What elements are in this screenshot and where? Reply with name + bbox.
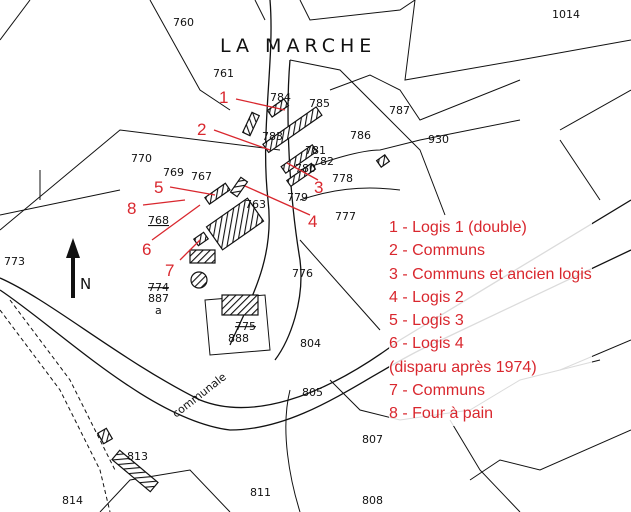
parcel-763: 763: [245, 198, 266, 211]
parcel-813: 813: [127, 450, 148, 463]
parcel-778: 778: [332, 172, 353, 185]
parcel-767: 767: [191, 170, 212, 183]
legend-item-8: 8 - Four à pain: [389, 405, 494, 423]
parcel-786: 786: [350, 129, 371, 142]
parcel-761: 761: [213, 67, 234, 80]
parcel-887a: a: [155, 304, 162, 317]
marker-8: 8: [127, 199, 136, 218]
parcel-930: 930: [428, 133, 449, 146]
marker-5: 5: [154, 178, 163, 197]
parcel-811: 811: [250, 486, 271, 499]
parcel-777: 777: [335, 210, 356, 223]
legend-item-6-note: (disparu après 1974): [389, 358, 537, 376]
parcel-768: 768: [148, 214, 169, 227]
parcel-807: 807: [362, 433, 383, 446]
parcel-780: 780: [295, 162, 316, 175]
parcel-782: 782: [313, 155, 334, 168]
place-title: LA MARCHE: [220, 35, 376, 57]
marker-6: 6: [142, 240, 151, 259]
parcel-760: 760: [173, 16, 194, 29]
legend-item-3: 3 - Communs et ancien logis: [389, 265, 592, 283]
parcel-773: 773: [4, 255, 25, 268]
annotation-markers: 1 2 3 4 5 6 7 8: [127, 88, 323, 280]
parcel-770: 770: [131, 152, 152, 165]
parcel-781: 781: [305, 144, 326, 157]
parcel-888: 888: [228, 332, 249, 345]
marker-2: 2: [197, 120, 206, 139]
parcel-numbers: 760 1014 761 784 785 787 783 786 930 782…: [4, 8, 580, 507]
marker-3: 3: [314, 178, 323, 197]
legend-item-1: 1 - Logis 1 (double): [389, 219, 527, 236]
parcel-808: 808: [362, 494, 383, 507]
legend: 1 - Logis 1 (double) 2 - Communs 3 - Com…: [389, 216, 592, 426]
legend-item-6: 6 - Logis 4: [389, 335, 464, 353]
buildings: [96, 98, 391, 493]
legend-item-7: 7 - Communs: [389, 382, 486, 400]
parcel-1014: 1014: [552, 8, 580, 21]
north-label: N: [80, 275, 91, 293]
parcel-775: 775: [235, 320, 256, 333]
parcel-887: 887: [148, 292, 169, 305]
parcel-769: 769: [163, 166, 184, 179]
legend-item-4: 4 - Logis 2: [389, 288, 464, 306]
parcel-787: 787: [389, 104, 410, 117]
marker-4: 4: [308, 212, 317, 231]
parcel-774: 774: [148, 281, 169, 294]
parcel-783: 783: [262, 130, 283, 143]
north-arrow-icon: [66, 238, 80, 258]
north-arrow: N: [66, 238, 91, 298]
parcel-804: 804: [300, 337, 321, 350]
parcel-814: 814: [62, 494, 83, 507]
parcel-779: 779: [287, 191, 308, 204]
parcel-805: 805: [302, 386, 323, 399]
parcel-776: 776: [292, 267, 313, 280]
marker-1: 1: [219, 88, 228, 107]
marker-7: 7: [165, 261, 174, 280]
legend-item-5: 5 - Logis 3: [389, 312, 464, 330]
parcel-785: 785: [309, 97, 330, 110]
legend-item-2: 2 - Communs: [389, 242, 486, 260]
road-label: communale: [170, 370, 229, 420]
parcel-784: 784: [270, 91, 291, 104]
